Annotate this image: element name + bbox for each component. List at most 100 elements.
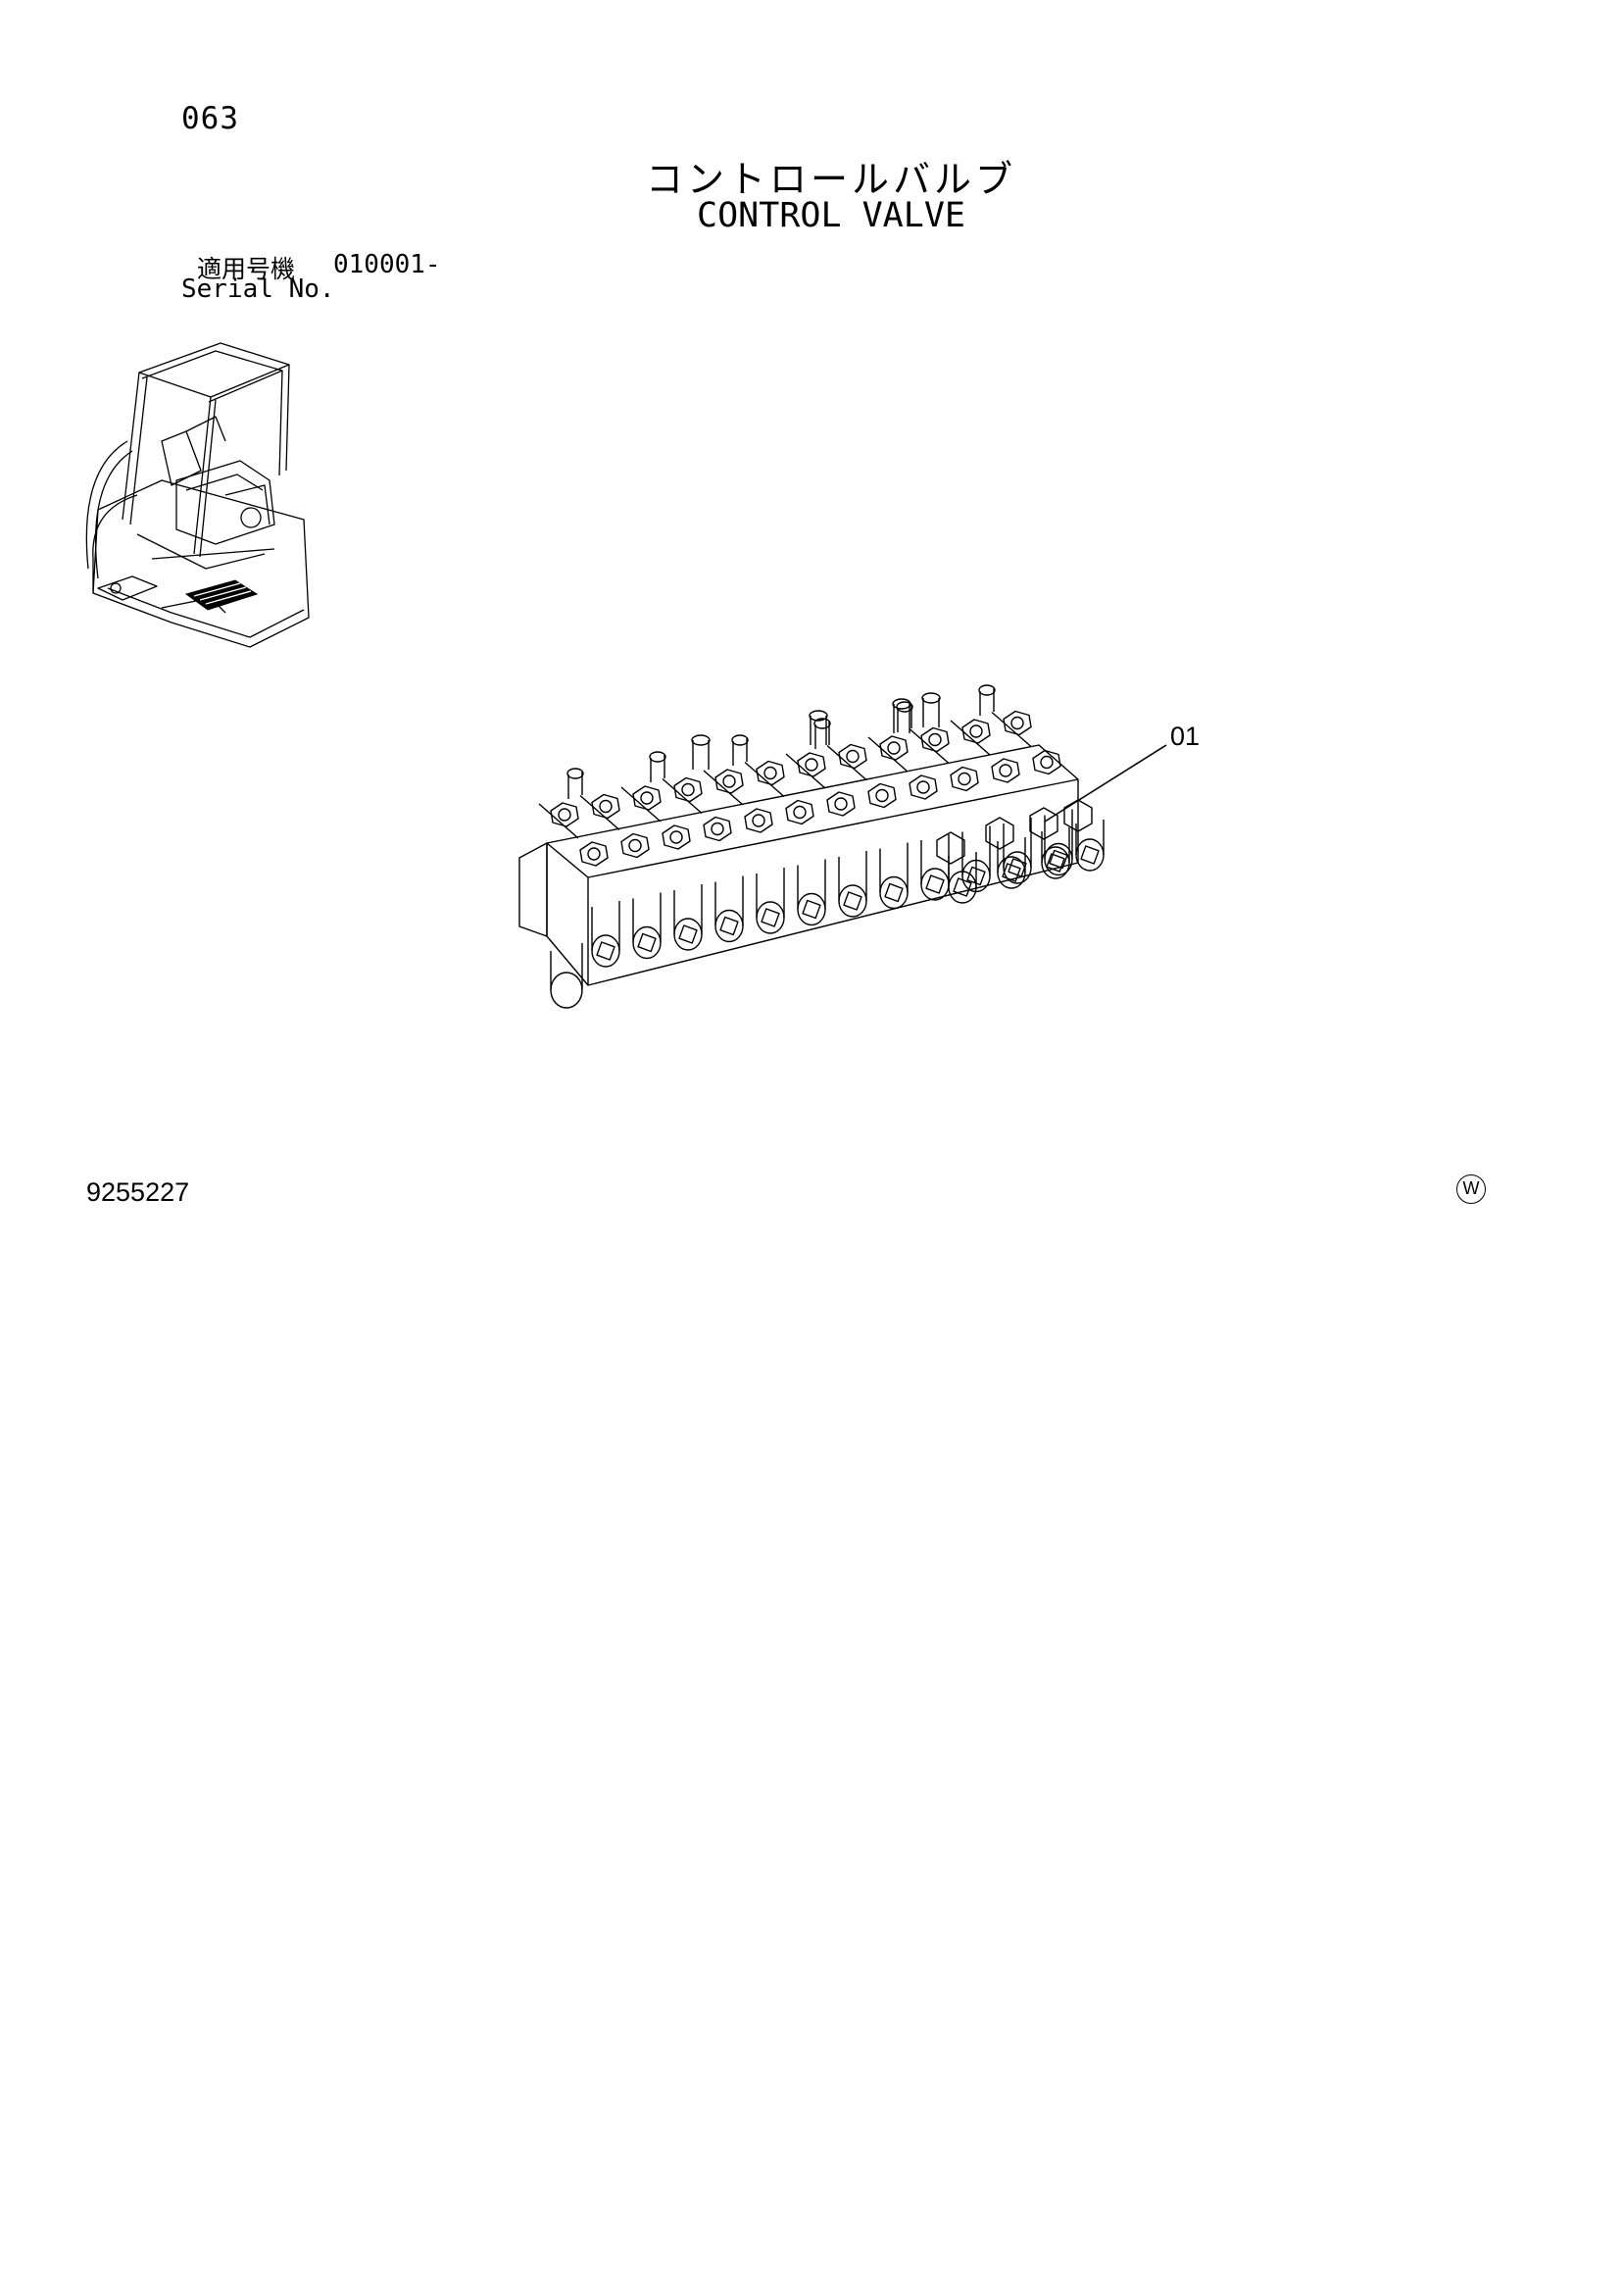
port-hole: [888, 742, 900, 754]
spool-end: [674, 919, 702, 950]
spool-socket: [803, 901, 820, 919]
relief-valve-socket: [954, 878, 971, 896]
port-hole: [629, 840, 641, 852]
spool-body: [757, 868, 784, 918]
spool-end: [757, 902, 784, 933]
rear-cap: [815, 722, 829, 749]
callout-label: 01: [1170, 722, 1201, 751]
relief-valve-body: [1076, 820, 1104, 855]
port-hex-middle: [580, 842, 608, 866]
rear-cap-top: [814, 719, 830, 728]
relief-valve-socket: [1081, 846, 1099, 864]
port-hole: [588, 848, 600, 860]
section-divider: [951, 721, 990, 755]
top-fitting-end: [922, 693, 940, 703]
port-hole: [753, 815, 764, 826]
section-divider: [910, 729, 949, 764]
section-divider: [992, 713, 1031, 747]
top-fitting: [811, 716, 826, 745]
spool-body: [880, 843, 908, 893]
page-number: 063: [181, 101, 239, 136]
top-fitting: [693, 740, 709, 770]
spool-body: [839, 851, 866, 901]
spool-socket: [762, 909, 779, 926]
top-fitting: [894, 704, 910, 733]
port-hex-middle: [910, 775, 937, 799]
port-hex-top: [592, 795, 619, 819]
serial-label-japanese: 適用号機: [197, 255, 296, 283]
section-divider: [745, 763, 784, 797]
port-hole: [712, 824, 723, 835]
port-hex-middle: [868, 784, 896, 808]
callout-leader-line: [1039, 735, 1176, 833]
port-hole: [876, 790, 888, 802]
port-hex-top: [880, 736, 908, 760]
relief-valve-end: [1076, 839, 1104, 871]
port-hex-top: [962, 720, 990, 743]
port-hole: [794, 807, 806, 819]
serial-label-english: Serial No.: [181, 275, 335, 304]
port-hole: [917, 781, 929, 793]
rear-cap-top: [650, 752, 665, 762]
spool-socket: [679, 925, 697, 943]
relief-valve-nut: [937, 832, 964, 864]
port-hex-middle: [786, 801, 813, 824]
top-fitting-end: [893, 699, 910, 709]
rear-cap-top: [732, 735, 748, 745]
port-hex-middle: [704, 818, 731, 841]
spool-socket: [926, 875, 944, 893]
relief-valve-nut: [986, 818, 1013, 849]
port-hole: [1000, 765, 1011, 776]
side-plug-body: [551, 943, 582, 990]
spool-end: [839, 885, 866, 917]
port-hole: [682, 784, 694, 796]
port-hex-top: [674, 778, 702, 802]
top-fitting-end: [692, 735, 710, 745]
section-divider: [827, 746, 866, 780]
port-hex-top: [921, 728, 949, 752]
port-hole: [959, 774, 970, 785]
rear-cap: [651, 755, 664, 782]
port-hole: [670, 831, 682, 843]
rear-cap-top: [897, 702, 912, 712]
port-hex-middle: [621, 834, 649, 858]
spool-end: [592, 935, 619, 967]
port-hex-middle: [1033, 751, 1060, 774]
spool-end: [880, 877, 908, 909]
port-hex-top: [757, 762, 784, 785]
rear-cap-top: [567, 769, 583, 778]
spool-end: [921, 869, 949, 900]
spool-end: [715, 911, 743, 942]
section-divider: [704, 771, 743, 805]
relief-valve-body: [949, 852, 976, 887]
valve-body-edge: [588, 779, 1078, 877]
port-hex-top: [551, 803, 578, 826]
spool-end: [633, 927, 661, 959]
spool-socket: [885, 884, 903, 902]
side-plug: [551, 973, 582, 1008]
section-divider: [621, 787, 661, 822]
page-title-english: CONTROL VALVE: [697, 196, 965, 235]
spool-body: [592, 901, 619, 951]
spool-socket: [597, 942, 615, 960]
page-title-japanese: コントロールバルブ: [645, 158, 1016, 201]
spool-body: [715, 876, 743, 926]
port-hex-top: [1004, 712, 1031, 735]
section-divider: [539, 804, 578, 838]
spool-socket: [720, 918, 738, 935]
spool-body: [633, 893, 661, 943]
relief-valve-socket: [1047, 854, 1064, 872]
port-hole: [970, 725, 982, 737]
rear-cap: [980, 688, 994, 716]
port-hole: [929, 734, 941, 746]
port-hex-top: [839, 745, 866, 769]
port-hole: [723, 775, 735, 787]
port-hole: [764, 768, 776, 779]
top-fitting-end: [810, 711, 827, 721]
port-hex-middle: [827, 792, 855, 816]
relief-valve-nut: [1030, 808, 1057, 839]
port-hex-top: [633, 786, 661, 810]
port-hex-middle: [951, 768, 978, 791]
relief-valve-socket: [1003, 864, 1020, 881]
port-hole: [835, 798, 847, 810]
